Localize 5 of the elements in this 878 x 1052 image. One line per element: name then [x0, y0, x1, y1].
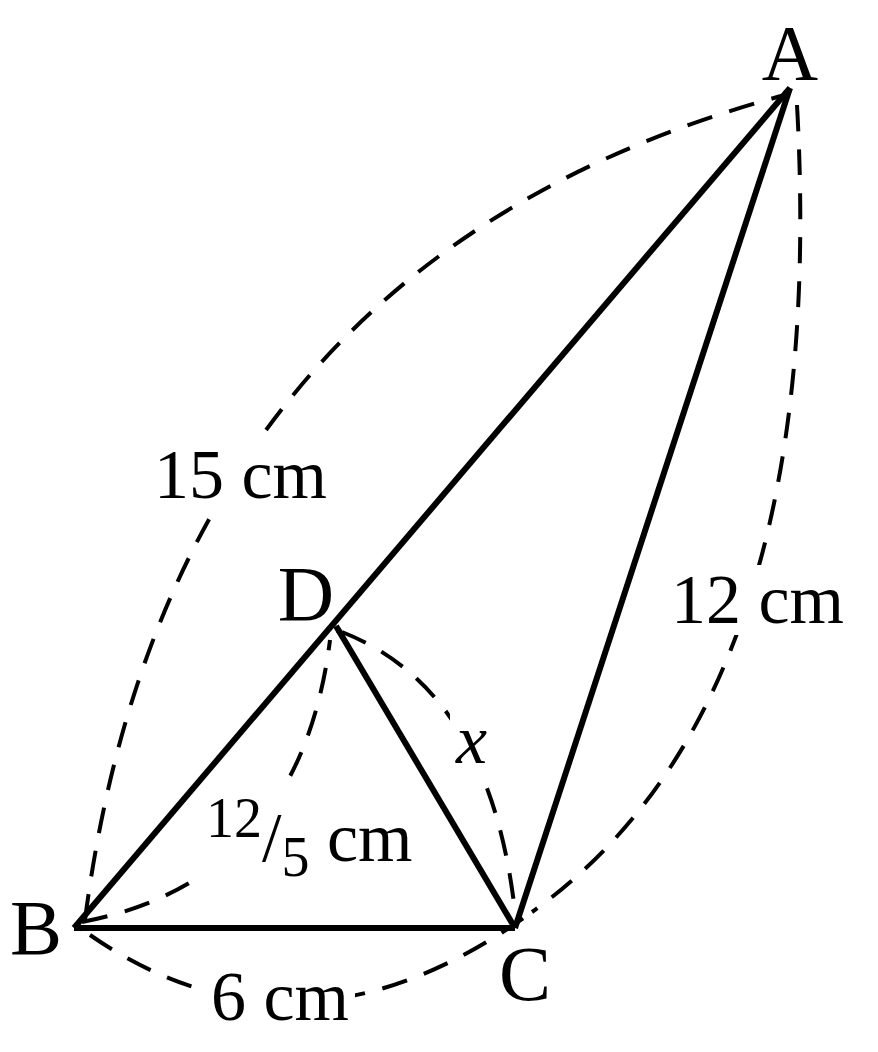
vertex-label: C — [490, 934, 560, 1014]
arrow — [73, 924, 515, 932]
vertex-label: A — [752, 18, 828, 88]
vertex-label: D — [268, 560, 344, 628]
vertex-label: B — [0, 888, 72, 968]
